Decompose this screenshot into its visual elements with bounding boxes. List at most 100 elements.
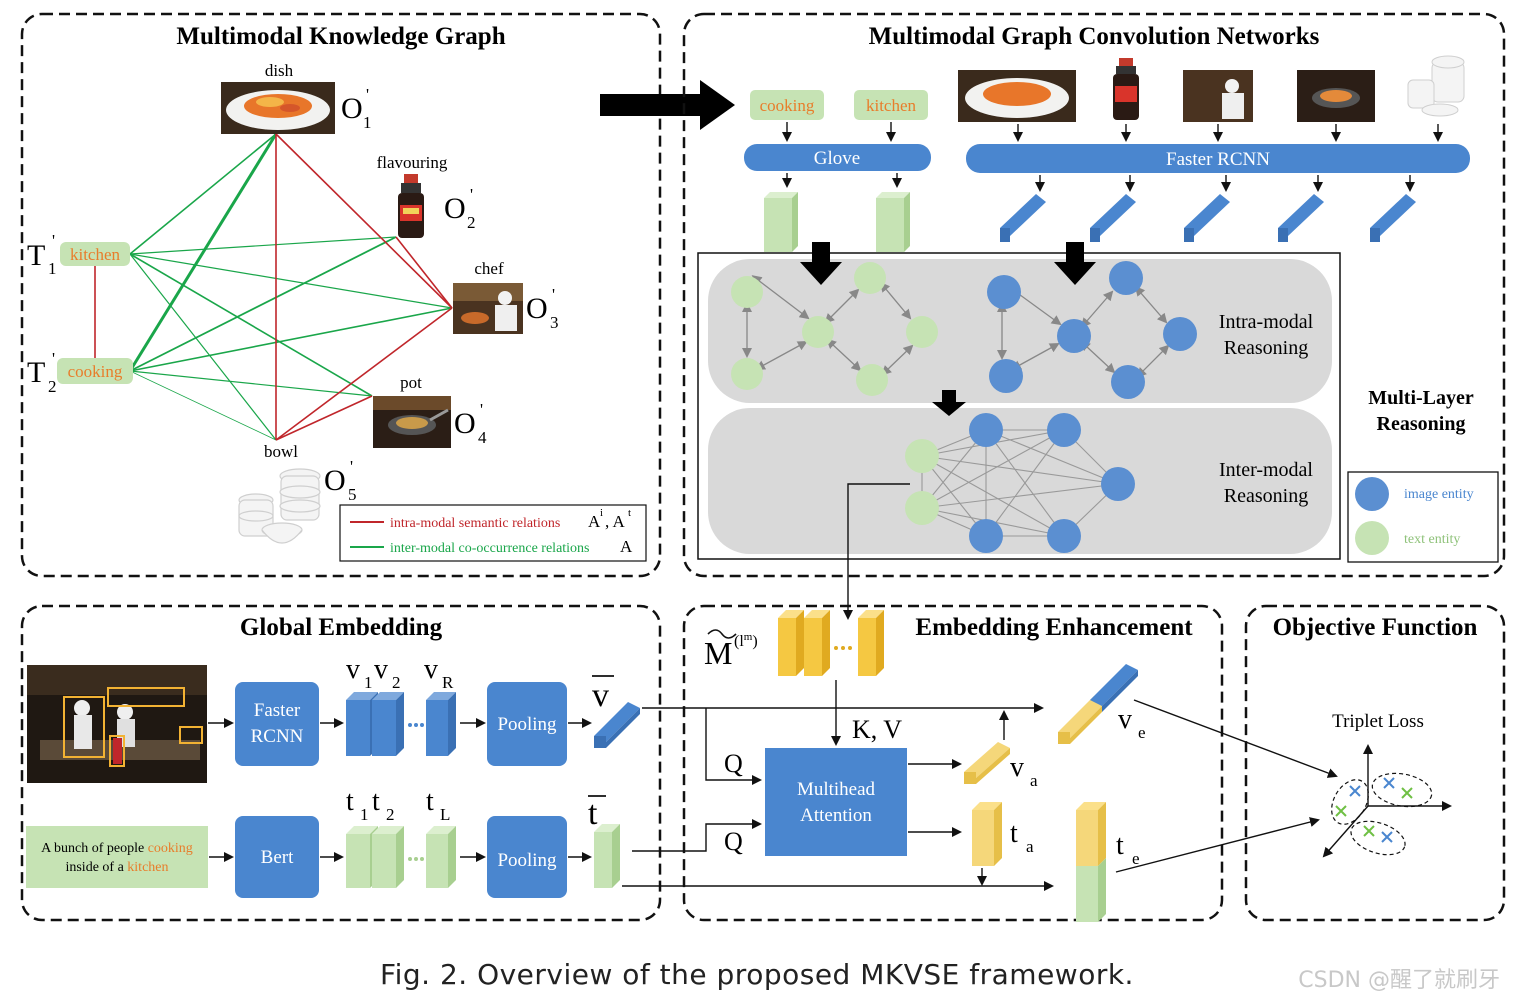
va-feature — [964, 742, 1010, 784]
big-arrow-right — [600, 80, 735, 130]
global-pooling-t — [487, 816, 567, 898]
kg-label-flavouring: flavouring — [377, 153, 448, 172]
panel-enhance-title: Embedding Enhancement — [915, 614, 1193, 641]
global-faster-label: Faster — [254, 700, 301, 721]
intra-text-nodes — [731, 262, 938, 396]
global-pooling-t-label: Pooling — [497, 850, 557, 871]
kg-red-edges — [94, 133, 453, 441]
mgcn-text-features — [764, 192, 910, 252]
arrow-down-image — [1054, 242, 1096, 285]
global-caption-line1: A bunch of people cooking — [41, 841, 193, 856]
intra-modal-label: Intra-modal — [1219, 311, 1314, 333]
te-label: t — [1116, 830, 1124, 861]
panel-objective-title: Objective Function — [1273, 614, 1478, 641]
inter-modal-panel — [708, 408, 1332, 554]
intra-text-edges — [742, 275, 914, 376]
chef-image — [453, 283, 523, 334]
mgcn-image-flavouring — [1113, 58, 1139, 120]
kg-legend-intra-sym: A — [588, 512, 601, 531]
mgcn-word-cooking-label: cooking — [760, 96, 815, 115]
mgcn-image-dish — [958, 70, 1076, 122]
mgcn-image-pot — [1297, 70, 1375, 122]
entity-legend-text: text entity — [1404, 532, 1460, 547]
kg-label-T1-sup: ' — [52, 231, 55, 250]
mgcn-word-kitchen-label: kitchen — [866, 96, 917, 115]
global-t2-sub: 2 — [386, 805, 395, 824]
kg-label-O5-sup: ' — [350, 457, 353, 476]
global-tL-sub: L — [440, 805, 450, 824]
ta-sub: a — [1026, 837, 1034, 856]
kg-label-O2-sub: 2 — [467, 213, 476, 232]
M-features — [778, 610, 884, 676]
global-t1-sub: 1 — [360, 805, 369, 824]
mha-label-1: Multihead — [797, 779, 876, 800]
kg-green-edges — [128, 133, 453, 441]
global-pooling-v — [487, 682, 567, 766]
connector-inter-to-M — [843, 483, 910, 620]
mgcn-word-cooking — [750, 90, 824, 120]
global-v2-sub: 2 — [392, 673, 401, 692]
glove-label: Glove — [814, 148, 860, 169]
kg-node-kitchen-label: kitchen — [70, 245, 121, 264]
q1-label: Q — [724, 749, 743, 778]
mgcn-word-kitchen — [854, 90, 928, 120]
scene-image — [27, 665, 207, 783]
kg-label-O4-sub: 4 — [478, 428, 487, 447]
flavouring-image — [398, 174, 424, 238]
panel-mgcn-title: Multimodal Graph Convolution Networks — [869, 23, 1320, 50]
kg-label-O3-sup: ' — [552, 285, 555, 304]
kg-label-O3-sub: 3 — [550, 313, 559, 332]
kg-label-O3: O — [526, 292, 548, 325]
ve-feature — [1058, 664, 1138, 744]
panel-global — [20, 604, 662, 922]
global-t1-label: t — [346, 786, 354, 817]
pot-image — [373, 396, 451, 448]
intra-modal-label-2: Reasoning — [1224, 337, 1308, 359]
triplet-clusters — [1331, 772, 1433, 856]
kg-label-O4: O — [454, 407, 476, 440]
faster-rcnn-module — [966, 144, 1470, 173]
global-v1-label: v — [346, 654, 360, 685]
kg-node-cooking — [57, 358, 133, 384]
panel-mkg-title: Multimodal Knowledge Graph — [176, 23, 505, 50]
kg-label-O5: O — [324, 464, 346, 497]
kg-label-O2: O — [444, 192, 466, 225]
panel-mkg — [20, 12, 662, 578]
kg-node-kitchen — [60, 242, 130, 266]
mgcn-image-chef — [1183, 70, 1253, 122]
kg-node-cooking-label: cooking — [68, 362, 123, 381]
inter-modal-label-2: Reasoning — [1224, 485, 1308, 507]
panel-mgcn — [682, 12, 1506, 578]
reasoning-container — [697, 252, 1341, 560]
kg-legend-inter-sym: A — [620, 537, 633, 556]
global-pooling-v-label: Pooling — [497, 714, 557, 735]
inter-modal-label: Inter-modal — [1219, 459, 1313, 481]
tbar-feature — [594, 824, 620, 888]
multi-layer-label: Multi-Layer — [1368, 387, 1474, 409]
vbar-feature — [594, 702, 640, 748]
va-sub: a — [1030, 771, 1038, 790]
kv-label: K, V — [852, 715, 902, 744]
triplet-points — [1335, 777, 1413, 843]
kg-legend-intra-sup2: t — [628, 507, 631, 519]
arrow-down-text — [800, 242, 842, 285]
intra-image-nodes — [987, 261, 1197, 399]
dish-image — [221, 82, 335, 134]
kg-legend-inter: inter-modal co-occurrence relations — [390, 541, 590, 556]
inter-image-nodes — [969, 413, 1135, 553]
kg-label-O1-sup: ' — [366, 85, 369, 104]
global-t-features — [346, 826, 456, 888]
kg-label-T1-sub: 1 — [48, 259, 57, 278]
panel-enhance — [682, 604, 1224, 922]
M-sup: (lm) — [734, 631, 758, 650]
ve-label: v — [1118, 704, 1132, 735]
mha-label-2: Attention — [800, 805, 872, 826]
kg-legend — [339, 504, 647, 562]
kg-label-O2-sup: ' — [470, 185, 473, 204]
watermark: CSDN @醒了就刷牙 — [1298, 968, 1500, 993]
global-v-features — [346, 692, 456, 756]
global-faster-rcnn — [235, 682, 319, 766]
global-tL-label: t — [426, 786, 434, 817]
faster-rcnn-label: Faster RCNN — [1166, 149, 1270, 170]
global-vR-sub: R — [442, 673, 454, 692]
